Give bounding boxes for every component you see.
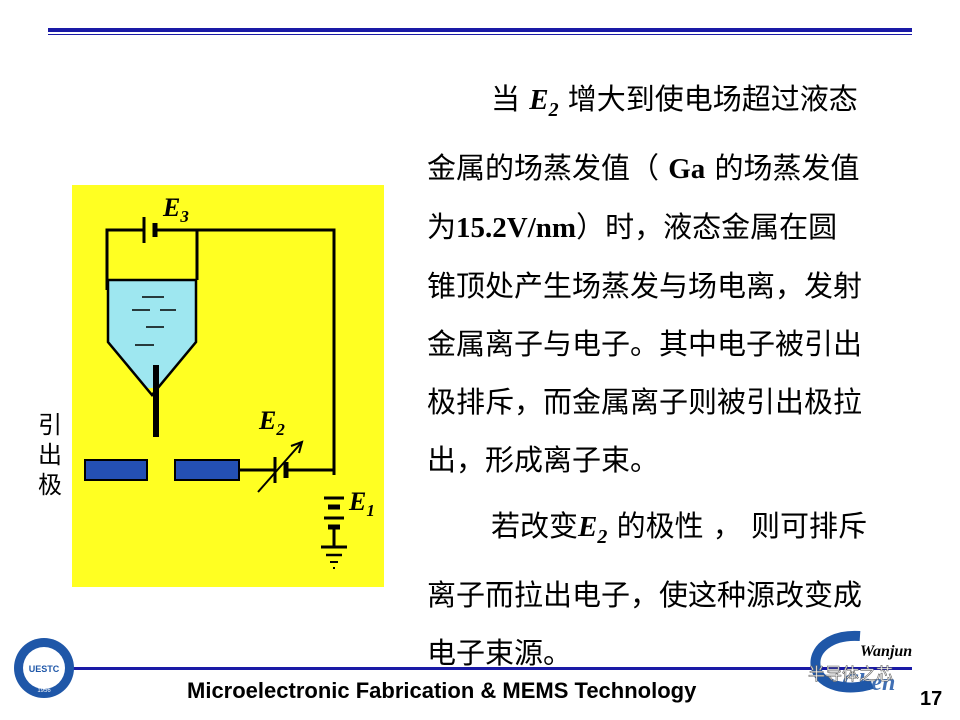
text-line: 若改变E2 的极性 ， 则可排斥	[427, 497, 927, 566]
latin-segment: Ga	[668, 152, 706, 185]
side-label-char: 出	[38, 441, 62, 469]
logo-text: UESTC	[29, 664, 60, 674]
text-block: 当 E2 增大到使电场超过液态金属的场蒸发值（ Ga 的场蒸发值为15.2V/n…	[427, 70, 927, 682]
brand-swoosh	[810, 630, 874, 693]
brand-logo: Wanjun Chen 半导体之芯	[808, 630, 912, 696]
bottom-rule	[48, 667, 912, 670]
variable-symbol: E2	[578, 510, 607, 548]
top-rule	[48, 28, 912, 32]
e1-label: E1	[348, 487, 375, 520]
text-segment: 金属的场蒸发值（	[427, 150, 669, 185]
text-line: 极排斥，而金属离子则被引出极拉	[427, 373, 927, 431]
text-line: 金属的场蒸发值（ Ga 的场蒸发值	[427, 139, 927, 198]
e3-label: E3	[162, 193, 189, 226]
text-line: 离子而拉出电子，使这种源改变成	[427, 566, 927, 624]
brand-name-2: Chen	[842, 670, 895, 696]
university-logo: UESTC 1956	[14, 638, 74, 698]
text-segment: 的极性 ， 则可排斥	[607, 508, 868, 543]
side-label-char: 引	[38, 411, 62, 439]
text-line: 电子束源。	[427, 624, 927, 682]
top-rule-thin	[48, 34, 912, 35]
footer-course-title: Microelectronic Fabrication & MEMS Techn…	[187, 678, 697, 703]
logo-year: 1956	[37, 688, 51, 694]
text-segment: 离子而拉出电子，使这种源改变成	[427, 577, 863, 612]
text-line: 当 E2 增大到使电场超过液态	[427, 70, 927, 139]
extraction-electrode-right	[174, 459, 240, 481]
extraction-electrode-label: 引出极	[38, 410, 64, 500]
liquid-metal	[108, 280, 196, 388]
variable-symbol: E2	[529, 84, 558, 121]
side-label-char: 极	[38, 471, 62, 499]
paragraph-2: 若改变E2 的极性 ， 则可排斥离子而拉出电子，使这种源改变成电子束源。	[427, 497, 927, 682]
paragraph-1: 当 E2 增大到使电场超过液态金属的场蒸发值（ Ga 的场蒸发值为15.2V/n…	[427, 70, 927, 489]
text-segment: 电子束源。	[427, 635, 573, 670]
text-segment: 当	[491, 82, 530, 116]
brand-name: Wanjun	[860, 643, 912, 660]
variable-letter: E	[529, 84, 549, 116]
text-line: 金属离子与电子。其中电子被引出	[427, 315, 927, 373]
latin-segment: 15.2V/nm	[456, 211, 577, 244]
diagram-background	[72, 185, 384, 587]
extraction-electrode-left	[84, 459, 148, 481]
variable-subscript: 2	[548, 98, 559, 121]
text-segment: 金属离子与电子。其中电子被引出	[427, 326, 863, 361]
text-segment: 出，形成离子束。	[427, 442, 660, 477]
reservoir-walls	[106, 280, 198, 397]
text-segment: 的场蒸发值	[705, 150, 860, 185]
wire-top-right	[155, 228, 336, 475]
page-number: 17	[920, 688, 943, 710]
text-segment: 增大到使电场超过液态	[558, 82, 858, 116]
logo-center	[23, 647, 65, 689]
text-segment: 锥顶处产生场蒸发与场电离，发射	[427, 268, 863, 303]
variable-letter: E	[578, 510, 598, 543]
wire-left-top	[105, 228, 144, 290]
e2-variable-arrow	[257, 441, 303, 493]
text-line: 锥顶处产生场蒸发与场电离，发射	[427, 257, 927, 315]
variable-subscript: 2	[597, 525, 608, 548]
text-segment: 为	[427, 209, 457, 244]
ion-source-diagram: E3 E2 E1	[72, 185, 384, 587]
watermark-text: 半导体之芯	[808, 665, 893, 685]
text-segment: 极排斥，而金属离子则被引出极拉	[427, 384, 863, 419]
text-line: 出，形成离子束。	[427, 431, 927, 489]
text-line: 为15.2V/nm）时，液态金属在圆	[427, 198, 927, 257]
e2-arrow-head	[290, 440, 304, 454]
e2-label: E2	[258, 406, 285, 439]
text-segment: ）时，液态金属在圆	[576, 209, 838, 244]
text-segment: 若改变	[491, 508, 579, 543]
